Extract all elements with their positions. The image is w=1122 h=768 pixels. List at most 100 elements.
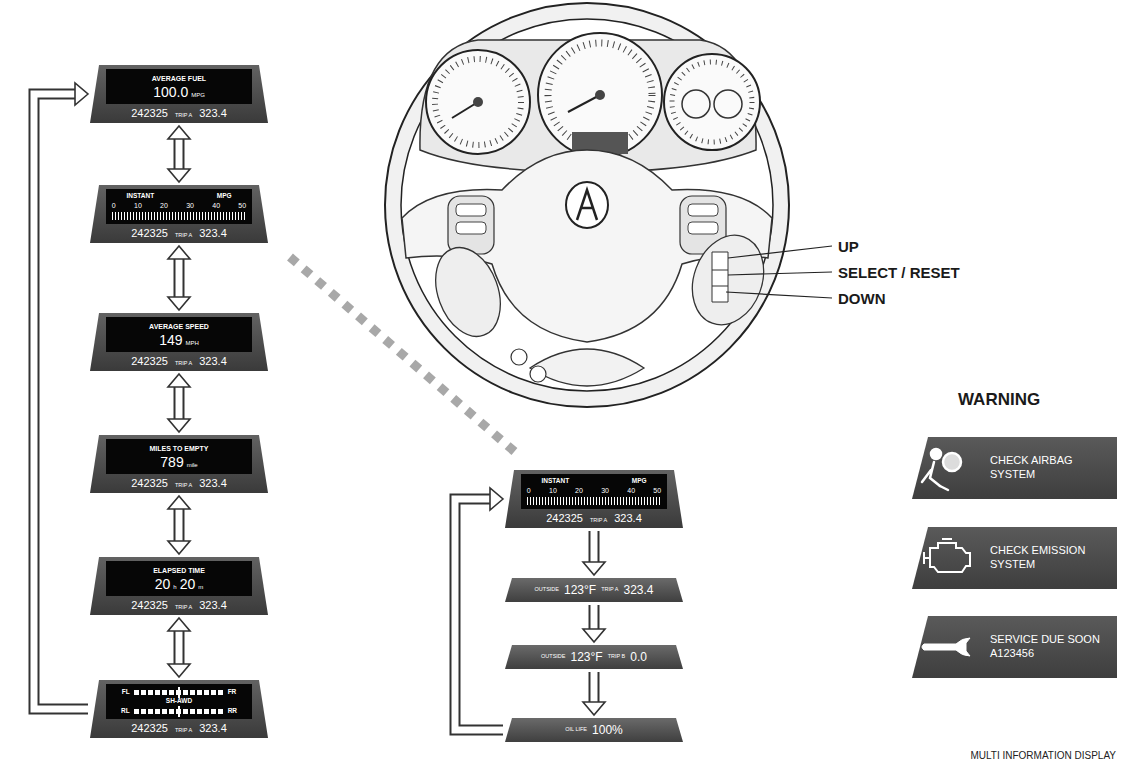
arrow-outline — [174, 385, 185, 421]
steering-wheel-part — [682, 90, 710, 118]
display-text: RL — [121, 708, 130, 715]
flow-arrow — [583, 672, 605, 715]
flow-arrow — [583, 605, 605, 642]
arrow-outline — [589, 531, 600, 564]
steering-wheel — [385, 3, 789, 407]
arrow-head — [75, 83, 88, 105]
engine-icon-part — [924, 552, 930, 564]
steering-wheel-part — [456, 204, 486, 216]
display-text: INSTANT — [541, 478, 569, 485]
wrench-icon — [922, 638, 970, 656]
steering-wheel-part — [712, 252, 728, 302]
flow-arrow — [168, 374, 190, 432]
display-screen-box: MILES TO EMPTY 789mile 242325TRIP A323.4 — [90, 435, 268, 493]
screen-title-row: INSTANTMPG — [541, 478, 646, 485]
arrow-body — [176, 629, 183, 666]
arrow-outline — [174, 629, 185, 666]
arrow-head — [490, 488, 503, 510]
steering-wheel-part — [712, 286, 728, 287]
odometer-row: 242325TRIP A323.4 — [90, 597, 268, 615]
flow-arrow — [168, 618, 190, 677]
steering-wheel-part — [424, 239, 512, 346]
readout-row: OUTSIDE123°FTRIP B0.0 — [505, 645, 683, 669]
arrow-body — [34, 94, 88, 709]
arrow-outline — [174, 257, 185, 299]
dashed-link — [290, 257, 515, 452]
screen-value-row: 789mile — [160, 455, 197, 469]
display-text: FR — [228, 689, 237, 696]
display-text: 20 — [575, 487, 583, 494]
arrow-body — [176, 257, 183, 299]
display-text: 323.4 — [199, 356, 227, 367]
display-text: TRIP A — [175, 233, 192, 239]
arrow-body — [455, 499, 503, 730]
odometer-row: 242325TRIP A323.4 — [90, 720, 268, 738]
torque-row: FL FR — [122, 689, 237, 696]
warning-message: CHECK EMISSION SYSTEM — [912, 527, 1117, 589]
arrow-body — [176, 385, 183, 421]
display-screen-box: ELAPSED TIME20h20m242325TRIP A323.4 — [90, 557, 268, 615]
airbag-icon-part — [922, 462, 940, 486]
arrow-head — [168, 419, 190, 432]
display-text: RR — [228, 708, 237, 715]
arrow-head — [168, 169, 190, 182]
display-screen-box: AVERAGE SPEED149MPH242325TRIP A323.4 — [90, 313, 268, 371]
display-text: 323.4 — [199, 108, 227, 119]
display-text: 40 — [212, 202, 220, 209]
screen-title-row: AVERAGE FUEL — [152, 75, 206, 82]
display-text: CHECK EMISSION SYSTEM — [990, 544, 1109, 572]
flow-arrow — [455, 488, 503, 730]
readout-row: OIL LIFE100% — [505, 718, 683, 742]
display-text: 242325 — [131, 356, 168, 367]
display-text: h — [173, 584, 176, 590]
steering-wheel-part — [664, 54, 760, 150]
steering-wheel-part — [456, 222, 486, 234]
wrench-icon-part — [922, 638, 970, 656]
display-screen-box: INSTANTMPG01020304050242325TRIP A323.4 — [505, 470, 683, 528]
leader-lines-part — [728, 246, 832, 258]
flow-arrow — [168, 496, 190, 554]
display-text: 323.4 — [614, 513, 642, 524]
warning-text-area: SERVICE DUE SOON A123456 — [912, 624, 1117, 670]
display-text: 149 — [159, 333, 182, 347]
display-text: 10 — [549, 487, 557, 494]
engine-icon — [924, 539, 970, 572]
bar-graph — [527, 497, 661, 505]
display-text: FL — [122, 689, 130, 696]
display-text: 10 — [134, 202, 142, 209]
steering-wheel-part — [530, 349, 644, 386]
section-heading: WARNING — [958, 391, 1040, 408]
display-text: 323.4 — [199, 723, 227, 734]
torque-bar — [134, 709, 224, 714]
steering-wheel-part — [595, 90, 605, 100]
airbag-icon — [922, 449, 961, 490]
display-text: MILES TO EMPTY — [150, 445, 209, 452]
arrow-head — [168, 374, 190, 387]
steering-wheel-part — [548, 43, 652, 147]
display-text: MPH — [186, 340, 199, 346]
steering-wheel-part — [401, 19, 773, 391]
warning-text-area: CHECK AIRBAG SYSTEM — [912, 445, 1117, 491]
arrow-body — [591, 672, 598, 704]
display-screen-box: INSTANTMPG01020304050242325TRIP A323.4 — [90, 185, 268, 243]
bar-graph — [112, 212, 246, 220]
display-text: ELAPSED TIME — [153, 567, 205, 574]
arrow-head — [583, 562, 605, 575]
display-text: 242325 — [131, 228, 168, 239]
display-screen-box: OUTSIDE123°FTRIP A323.4 — [505, 578, 683, 602]
display-text: 323.4 — [199, 600, 227, 611]
display-text: 30 — [601, 487, 609, 494]
display-text: 100% — [592, 724, 623, 736]
display-screen: FLFRSH-AWDRLRR — [106, 684, 252, 719]
screen-title-row: ELAPSED TIME — [153, 567, 205, 574]
warning-message: SERVICE DUE SOON A123456 — [912, 616, 1117, 678]
arrow-head — [168, 618, 190, 631]
display-text: INSTANT — [126, 193, 154, 200]
odometer-row: 242325TRIP A323.4 — [90, 475, 268, 493]
display-text: 242325 — [131, 600, 168, 611]
leader-lines-part — [726, 292, 832, 298]
display-text: 20 — [155, 577, 171, 591]
screen-title-row: AVERAGE SPEED — [149, 323, 209, 330]
steering-wheel-part — [448, 196, 494, 254]
